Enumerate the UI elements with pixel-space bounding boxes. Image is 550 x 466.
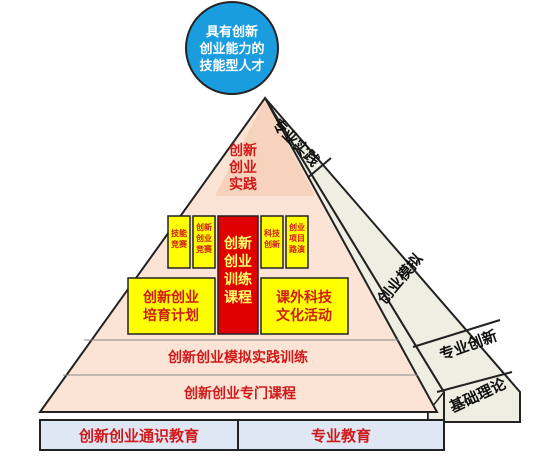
side-divider-1 xyxy=(304,157,332,181)
activities-line-2: 文化活动 xyxy=(276,307,332,324)
goal-line-2: 创业能力的 xyxy=(198,41,264,57)
small-box-skills-contest xyxy=(167,215,191,269)
innov-contest-line-2: 创业 xyxy=(195,233,212,243)
roadshow-line-3: 路演 xyxy=(289,244,305,254)
band-practice-label: 创新创业模拟实践训练 xyxy=(167,349,308,366)
base-box-right xyxy=(237,419,445,451)
roadshow-line-1: 创业 xyxy=(288,222,305,232)
side-divider-3 xyxy=(436,371,513,393)
side-divider-2 xyxy=(412,319,501,348)
center-line-3: 训练 xyxy=(224,271,252,288)
cultivation-line-2: 培育计划 xyxy=(143,307,199,324)
innov-contest-line-3: 竞赛 xyxy=(195,244,213,254)
cultivation-line-1: 创新创业 xyxy=(142,289,199,306)
goal-line-1: 具有创新 xyxy=(206,24,258,40)
small-box-innovation-contest xyxy=(192,215,216,269)
center-line-2: 创业 xyxy=(223,253,252,270)
apex-line-3: 实践 xyxy=(229,176,257,193)
apex-line-1: 创新 xyxy=(228,142,257,159)
apex-line-2: 创业 xyxy=(228,159,257,176)
goal-line-3: 技能型人才 xyxy=(199,58,264,74)
center-line-4: 课程 xyxy=(224,290,252,306)
tech-innov-line-2: 创新 xyxy=(263,239,280,249)
base-left-label: 创新创业通识教育 xyxy=(78,427,199,445)
small-box-project-roadshow xyxy=(285,215,309,269)
small-box-tech-innovation xyxy=(260,215,284,269)
box-cultivation-plan xyxy=(127,277,216,335)
skills-contest-line-2: 竞赛 xyxy=(170,239,188,249)
pyramid-side-shape xyxy=(264,97,521,423)
goal-circle xyxy=(185,1,279,95)
box-extracurricular-activities xyxy=(260,277,349,335)
activities-line-1: 课外科技 xyxy=(276,289,333,306)
center-box-training-courses xyxy=(217,215,259,335)
skills-contest-line-1: 技能 xyxy=(171,228,187,238)
roadshow-line-2: 项目 xyxy=(289,233,305,243)
center-line-1: 创新 xyxy=(223,235,252,252)
innov-contest-line-1: 创新 xyxy=(195,222,212,232)
base-right-label: 专业教育 xyxy=(311,427,371,445)
apex-band xyxy=(215,100,315,196)
tech-innov-line-1: 科技 xyxy=(264,228,281,238)
band-courses-label: 创新创业专门课程 xyxy=(183,385,296,402)
